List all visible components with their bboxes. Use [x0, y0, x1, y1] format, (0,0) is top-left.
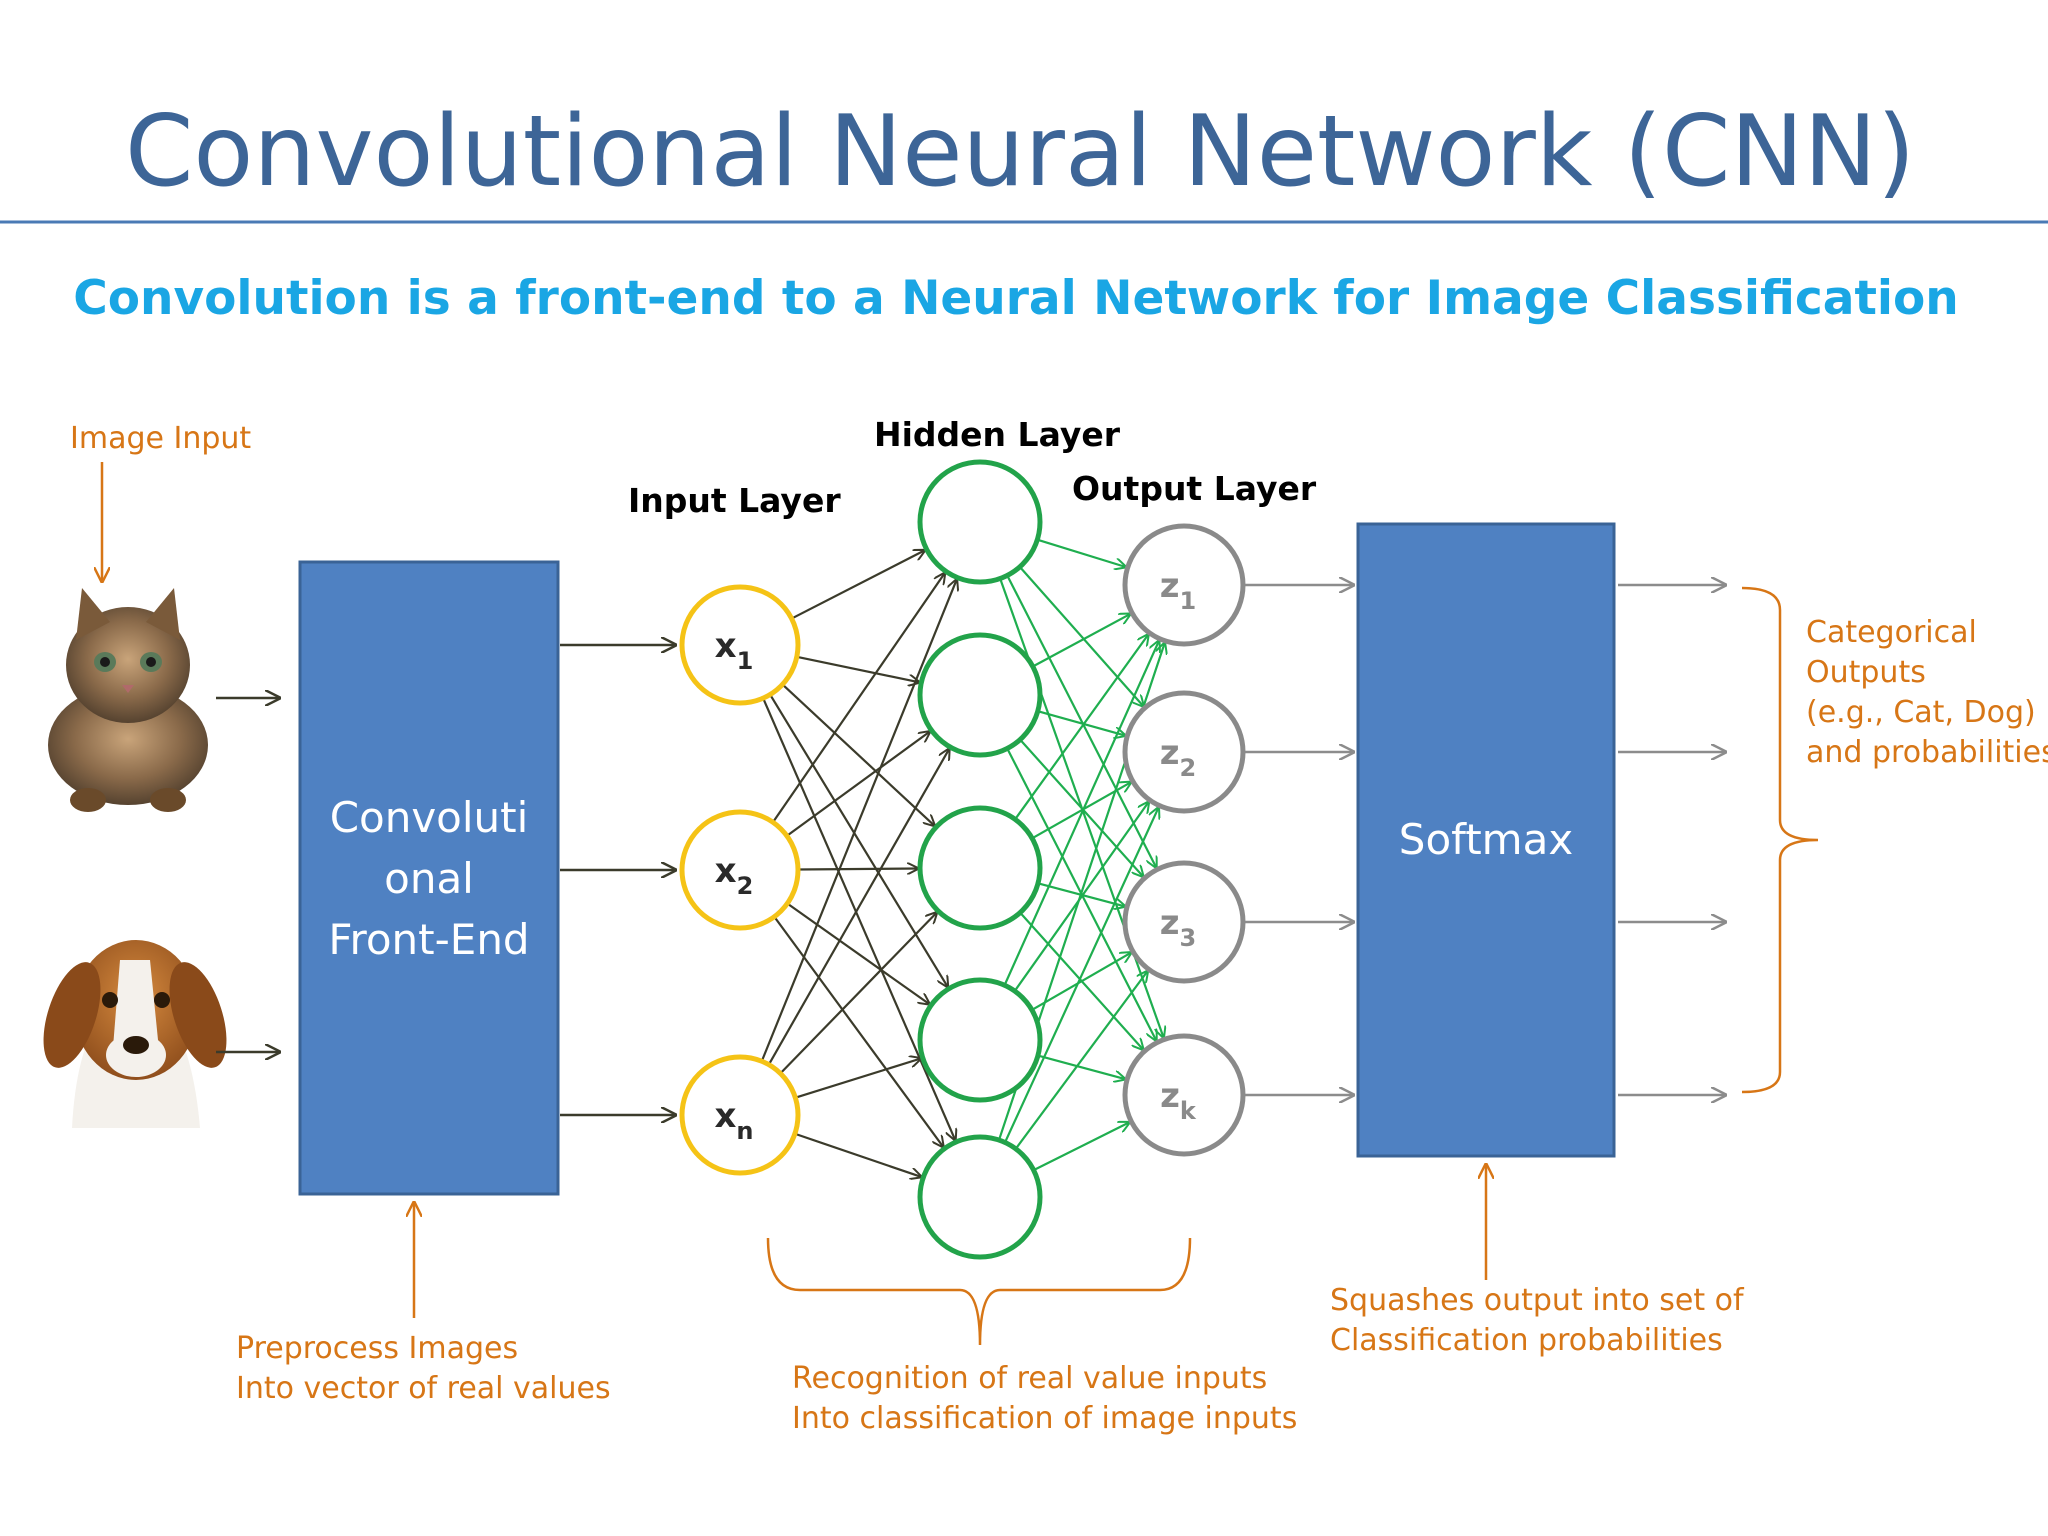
softmax-box — [1356, 522, 1616, 1158]
conv-box-line-2: onal — [384, 854, 474, 903]
input-layer-label: Input Layer — [628, 481, 841, 520]
hidden-layer-nodes — [917, 459, 1043, 1260]
edge-h1-z2 — [1019, 738, 1143, 877]
edge-x2-h0 — [760, 579, 957, 1062]
edge-x1-h2 — [797, 869, 918, 870]
edge-x2-h2 — [779, 912, 936, 1075]
output-node-2 — [1122, 860, 1246, 984]
hidden-node-0 — [917, 459, 1043, 585]
preprocess-line-2: Into vector of real values — [236, 1371, 611, 1406]
output-node-0 — [1122, 523, 1246, 647]
edge-h3-z2 — [1031, 953, 1131, 1011]
hidden-node-2 — [917, 805, 1043, 931]
output-node-3 — [1122, 1033, 1246, 1157]
output-to-softmax-arrows — [1245, 585, 1354, 1095]
squashes-line-2: Classification probabilities — [1330, 1323, 1723, 1358]
edge-h4-z3 — [1033, 1122, 1130, 1172]
hidden-node-3 — [917, 977, 1043, 1103]
page-title: Convolutional Neural Network (CNN) — [125, 95, 1915, 209]
recognition-line-2: Into classification of image inputs — [792, 1401, 1297, 1436]
edge-h0-z1 — [1018, 566, 1144, 706]
edge-x0-h1 — [796, 655, 920, 683]
softmax-label: Softmax — [1399, 815, 1573, 864]
edge-x2-h4 — [794, 1132, 921, 1177]
output-node-1 — [1122, 690, 1246, 814]
puppy-photo-icon — [43, 940, 227, 1128]
input-node-0 — [679, 584, 801, 706]
edge-x1-h3 — [786, 902, 929, 1005]
conv-box-line-1: Convoluti — [330, 793, 529, 842]
categorical-line-4: and probabilities. — [1806, 735, 2048, 770]
recognition-line-1: Recognition of real value inputs — [792, 1361, 1267, 1396]
edge-x0-h4 — [762, 697, 955, 1140]
input-node-1 — [679, 809, 801, 931]
categorical-line-2: Outputs — [1806, 655, 1926, 690]
edge-x1-h0 — [772, 573, 945, 823]
edge-h0-z0 — [1037, 538, 1125, 567]
recognition-brace — [766, 1237, 1192, 1346]
edge-x0-h2 — [781, 683, 934, 825]
edge-x1-h4 — [773, 916, 943, 1147]
edge-x1-h1 — [786, 732, 930, 837]
edge-x0-h3 — [769, 693, 948, 987]
edge-h3-z1 — [1013, 802, 1149, 992]
edge-h3-z0 — [1003, 641, 1159, 986]
output-layer-label: Output Layer — [1072, 469, 1317, 508]
hidden-node-4 — [917, 1134, 1043, 1260]
squashes-line-1: Squashes output into set of — [1330, 1283, 1745, 1318]
edge-h0-z2 — [1006, 574, 1156, 867]
conv-box-line-3: Front-End — [328, 915, 529, 964]
edge-h2-z0 — [1014, 634, 1148, 820]
input-node-2 — [679, 1054, 801, 1176]
kitten-photo-icon — [48, 588, 208, 812]
convolutional-front-end-box — [298, 560, 560, 1196]
softmax-output-arrows — [1618, 585, 1726, 1095]
preprocess-line-1: Preprocess Images — [236, 1331, 518, 1366]
edge-x2-h1 — [767, 749, 949, 1066]
edge-h4-z2 — [1014, 971, 1148, 1150]
edge-x2-h3 — [795, 1058, 920, 1099]
edge-h3-z3 — [1037, 1054, 1125, 1080]
edge-h1-z0 — [1032, 614, 1130, 668]
image-input-label: Image Input — [70, 421, 251, 456]
categorical-brace — [1741, 586, 1819, 1094]
edge-h4-z1 — [1004, 807, 1159, 1143]
subtitle: Convolution is a front-end to a Neural N… — [73, 271, 1959, 326]
hidden-node-1 — [917, 632, 1043, 758]
edge-h1-z1 — [1037, 710, 1125, 735]
edge-x0-h0 — [791, 550, 925, 620]
categorical-line-3: (e.g., Cat, Dog) — [1806, 695, 2036, 730]
categorical-line-1: Categorical — [1806, 615, 1977, 650]
input-hidden-edges — [760, 550, 957, 1177]
hidden-layer-label: Hidden Layer — [874, 415, 1121, 454]
